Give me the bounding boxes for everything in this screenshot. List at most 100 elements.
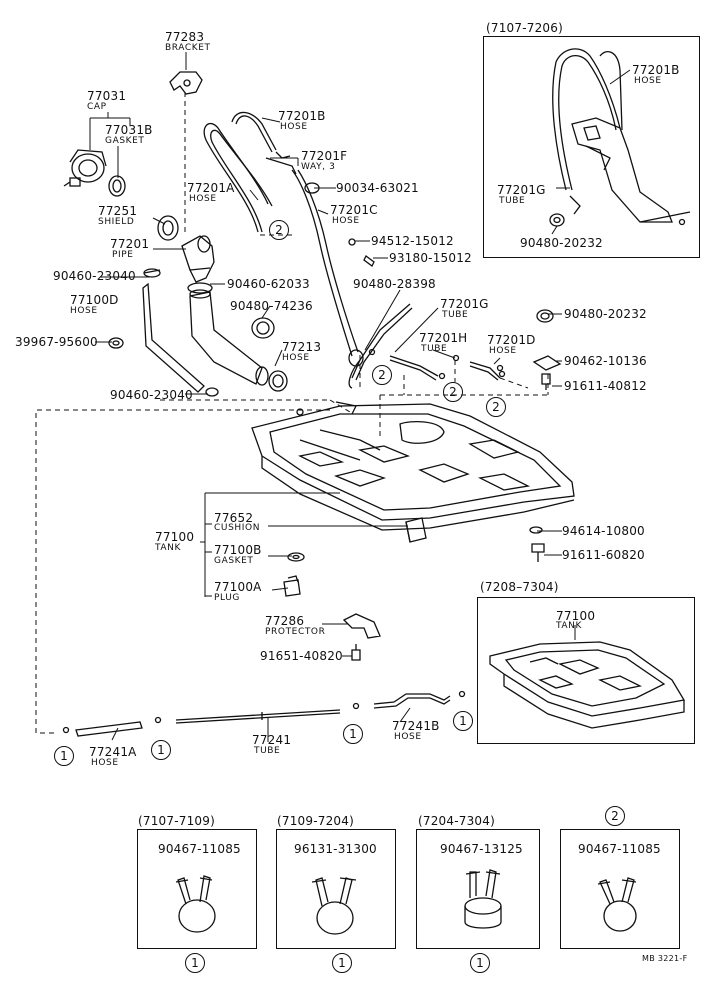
- label-77100B-num: 77100B: [214, 543, 262, 557]
- cap-77031-drawing: [63, 149, 107, 187]
- label-77241B-name: HOSE: [394, 732, 422, 742]
- label-77031-name: CAP: [87, 102, 107, 112]
- label-77201A-name: HOSE: [189, 194, 217, 204]
- label-91611-60820: 91611-60820: [562, 548, 645, 562]
- clamp-box-3-range: (7204-7304): [418, 814, 495, 828]
- hose-77241B-drawing: [373, 693, 451, 709]
- marker-1: 1: [453, 711, 473, 731]
- clamp-90460-23040-a-drawing: [143, 268, 161, 278]
- breather-hoses-drawing: [203, 111, 364, 367]
- label-77100A-num: 77100A: [214, 580, 262, 594]
- tube-77241-drawing: [175, 709, 341, 724]
- label-90460-23040-b: 90460-23040: [110, 388, 193, 402]
- grommet-39967-drawing: [108, 337, 124, 349]
- label-77201-num: 77201: [110, 237, 150, 251]
- plug-77100A-drawing: [283, 575, 301, 597]
- hose-77100D-drawing: [142, 282, 205, 393]
- inset-tank-box: [477, 597, 695, 744]
- marker-2: 2: [443, 382, 463, 402]
- label-77286-name: PROTECTOR: [265, 627, 326, 637]
- clamp-box-1-num: 90467-11085: [158, 842, 241, 856]
- label-77241A-num: 77241A: [89, 745, 137, 759]
- clamp-box-4-marker: 2: [605, 806, 625, 826]
- inset-tank-77100-num: 77100: [556, 609, 596, 623]
- label-90480-74236: 90480-74236: [230, 299, 313, 313]
- inset-tank-77100-name: TANK: [556, 621, 582, 631]
- label-77201D-num: 77201D: [487, 333, 536, 347]
- shield-77251-drawing: [157, 215, 179, 241]
- label-77201G-name: TUBE: [442, 310, 469, 320]
- label-77241A-name: HOSE: [91, 758, 119, 768]
- fuel-tank-77100-drawing: [251, 401, 575, 531]
- fasteners-94512-93180-drawing: [348, 238, 375, 267]
- label-77283-num: 77283: [165, 30, 205, 44]
- label-39967: 39967-95600: [15, 335, 98, 349]
- label-77652-num: 77652: [214, 511, 254, 525]
- marker-2: 2: [269, 220, 289, 240]
- hose-77241A-drawing: [75, 721, 143, 737]
- label-77100B-name: GASKET: [214, 556, 254, 566]
- label-94512: 94512-15012: [371, 234, 454, 248]
- gasket-77031B-drawing: [108, 175, 126, 197]
- label-90034: 90034-63021: [336, 181, 419, 195]
- label-90480-28398: 90480-28398: [353, 277, 436, 291]
- label-90480-20232: 90480-20232: [564, 307, 647, 321]
- dashed-guides: [35, 92, 549, 734]
- small-clamp-marks: [62, 348, 504, 734]
- label-77201F-name: WAY, 3: [301, 162, 336, 172]
- label-91611-40812: 91611-40812: [564, 379, 647, 393]
- clamp-90460-23040-b-drawing: [205, 387, 219, 397]
- clamp-box-2-num: 96131-31300: [294, 842, 377, 856]
- label-77031B-name: GASKET: [105, 136, 145, 146]
- label-77241-name: TUBE: [254, 746, 281, 756]
- pipe-77201-drawing: [181, 235, 215, 283]
- washer-94614-drawing: [529, 526, 543, 534]
- label-77201F-num: 77201F: [301, 149, 348, 163]
- label-77031B-num: 77031B: [105, 123, 153, 137]
- marker-1: 1: [151, 740, 171, 760]
- clamp-box-3-marker: 1: [470, 953, 490, 973]
- tube-77201H-drawing: [389, 355, 446, 381]
- label-93180: 93180-15012: [389, 251, 472, 265]
- grommet-90480-20232-drawing: [536, 309, 554, 323]
- clamp-77213-end-drawing: [268, 370, 288, 392]
- marker-2: 2: [486, 397, 506, 417]
- inset-top-box: [483, 36, 700, 258]
- inset-top-77201G-num: 77201G: [497, 183, 546, 197]
- clamp-box-2-marker: 1: [332, 953, 352, 973]
- label-77201G-num: 77201G: [440, 297, 489, 311]
- tube-77201G-drawing: [348, 303, 413, 389]
- inset-top-77201B-name: HOSE: [634, 76, 662, 86]
- label-77251-num: 77251: [98, 204, 138, 218]
- protector-77286-drawing: [342, 613, 381, 639]
- gasket-77100B-drawing: [287, 552, 305, 562]
- clamp-box-1-range: (7107-7109): [138, 814, 215, 828]
- inset-top-range: (7107-7206): [486, 21, 563, 35]
- label-77241B-num: 77241B: [392, 719, 440, 733]
- label-77201H-num: 77201H: [419, 331, 468, 345]
- fastener-90462-drawing: [532, 355, 562, 390]
- leader-lines: [89, 52, 631, 742]
- clamp-box-1: [137, 829, 257, 949]
- marker-1: 1: [343, 724, 363, 744]
- label-77100-name: TANK: [155, 543, 181, 553]
- hose-77213-drawing: [189, 289, 269, 386]
- clamp-box-2-range: (7109-7204): [277, 814, 354, 828]
- label-77201B-name: HOSE: [280, 122, 308, 132]
- inset-tank-drawing: [489, 641, 686, 729]
- clamp-box-1-marker: 1: [185, 953, 205, 973]
- inset-top-77201B-num: 77201B: [632, 63, 680, 77]
- inset-tank-range: (7208–7304): [480, 580, 559, 594]
- label-77286-num: 77286: [265, 614, 305, 628]
- marker-2: 2: [372, 365, 392, 385]
- label-77100-num: 77100: [155, 530, 195, 544]
- label-77201B-num: 77201B: [278, 109, 326, 123]
- label-90462: 90462-10136: [564, 354, 647, 368]
- clamp-box-4: [560, 829, 680, 949]
- label-77652-name: CUSHION: [214, 523, 261, 533]
- cushion-77652-drawing: [405, 517, 427, 543]
- label-94614: 94614-10800: [562, 524, 645, 538]
- label-77201C-name: HOSE: [332, 216, 360, 226]
